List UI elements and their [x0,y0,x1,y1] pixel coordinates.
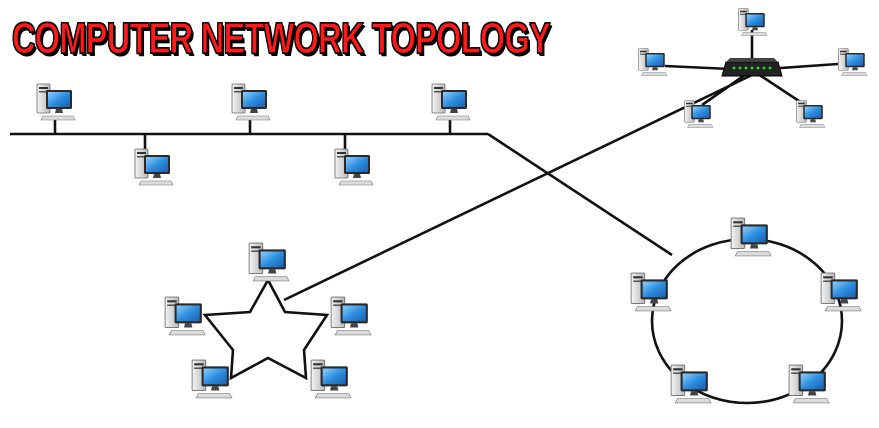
computer-icon [134,148,174,186]
bus-to-ring-cable [487,132,673,257]
computer-icon [334,148,374,186]
computer-icon [36,83,76,121]
computer-icon [310,359,352,399]
computer-icon [231,83,271,121]
computer-icon [431,83,471,121]
star-to-hub-cable [283,73,753,302]
computer-icon [684,100,714,128]
computer-icon [330,296,372,336]
network-switch-icon [721,58,783,77]
computer-icon [638,48,668,76]
computer-icon [796,100,826,128]
page-title: COMPUTER NETWORK TOPOLOGY [12,13,552,63]
computer-icon [730,217,772,257]
star-polygon-cable [202,277,330,381]
computer-icon [191,359,233,399]
computer-icon [164,296,206,336]
computer-icon [670,364,712,404]
computer-icon [838,48,868,76]
computer-icon [248,242,290,282]
cables [10,30,844,405]
